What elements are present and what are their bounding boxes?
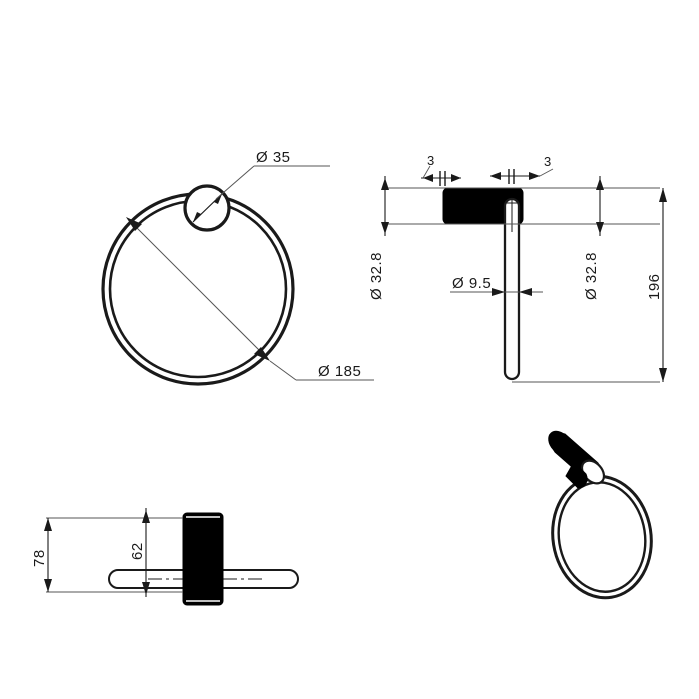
side-dim-arrow-overall-bottom — [659, 368, 667, 382]
plan-dim-arrow-depth-top — [44, 518, 52, 531]
plan-mount-plate — [182, 512, 224, 606]
rod-diameter-arrow-left — [492, 288, 505, 296]
dim-label-overall-depth: 78 — [31, 549, 48, 567]
plan-dim-arrow-inner-bottom — [142, 582, 150, 595]
side-dim-arrow-right-top — [596, 178, 604, 190]
dim-label-plate-height-left: Ø 32.8 — [368, 252, 385, 300]
dim-label-inner-depth: 62 — [129, 542, 146, 560]
side-dim-arrow-left-bottom — [381, 222, 389, 234]
side-dim-arrow-right-bottom — [596, 222, 604, 234]
front-view-ring: Ø 35 Ø 185 — [101, 149, 374, 386]
ring-diameter-leader-line — [269, 360, 297, 381]
dim-label-overall-width: 196 — [646, 273, 663, 300]
side-dim-arrow-gap-left-inner — [423, 174, 433, 182]
dim-label-ring-diameter: Ø 185 — [318, 363, 361, 380]
ring-diameter-dimension-line — [130, 221, 266, 357]
ring-diameter-arrow-end — [254, 347, 270, 361]
plan-view-top: 78 62 — [31, 508, 299, 606]
plan-dim-arrow-inner-top — [142, 510, 150, 523]
mount-boss-arrow-lower — [193, 212, 201, 222]
plan-dim-arrow-depth-bottom — [44, 579, 52, 592]
iso-mount-post-rear-end — [548, 430, 572, 456]
iso-ring-outer-ellipse — [551, 474, 653, 600]
mount-boss-leader-line — [215, 165, 255, 200]
side-view-profile: Ø 32.8 Ø 32.8 3 3 — [368, 153, 667, 383]
dim-label-plate-height-right: Ø 32.8 — [583, 252, 600, 300]
mount-boss-arrow-upper — [214, 194, 222, 204]
side-dim-arrow-left-top — [381, 178, 389, 190]
rod-diameter-arrow-right — [519, 288, 532, 296]
side-dim-arrow-gap-right-right — [529, 172, 540, 180]
mount-boss-dimension-line — [192, 193, 223, 223]
side-dim-arrow-gap-left-outer — [451, 174, 461, 182]
dim-label-plate-offset-right: 3 — [544, 154, 551, 169]
dim-label-mount-diameter: Ø 35 — [256, 149, 291, 166]
isometric-view-3d — [548, 430, 653, 600]
iso-post-ring-junction — [565, 461, 588, 489]
ring-diameter-arrow-start — [126, 217, 142, 231]
dim-label-plate-offset-left: 3 — [427, 153, 434, 168]
dim-label-rod-diameter: Ø 9.5 — [452, 275, 491, 292]
side-leader-gap-left — [422, 165, 431, 179]
side-dim-arrow-overall-top — [659, 188, 667, 202]
side-dim-arrow-gap-right-left — [490, 172, 501, 180]
side-leader-gap-right — [539, 168, 554, 177]
side-ring-rod-profile — [503, 197, 521, 381]
